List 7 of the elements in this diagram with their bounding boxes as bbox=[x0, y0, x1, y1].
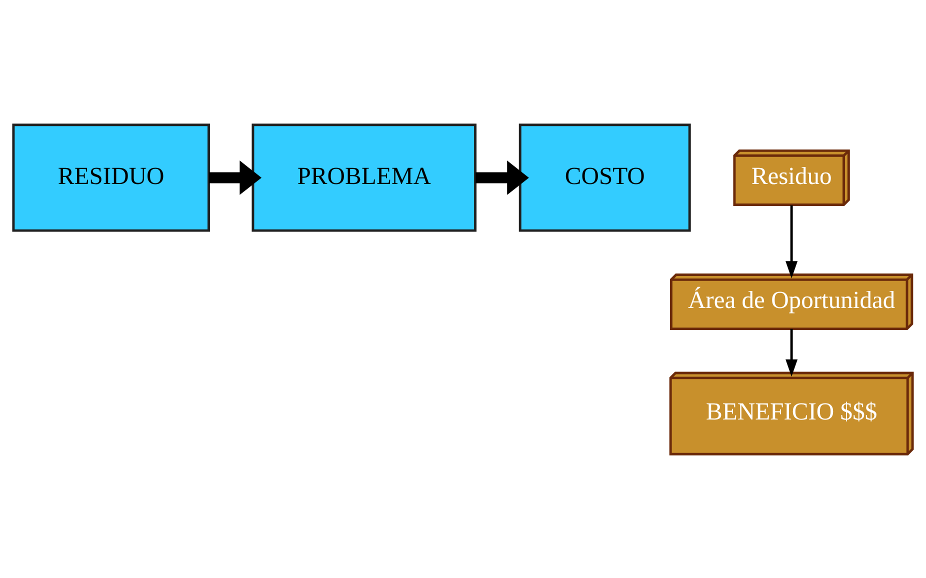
arrow bbox=[786, 328, 798, 376]
node-box: COSTO bbox=[518, 123, 691, 232]
node-box: PROBLEMA bbox=[252, 123, 477, 232]
node-box: RESIDUO bbox=[12, 123, 210, 232]
arrow bbox=[786, 204, 798, 278]
arrow bbox=[476, 160, 529, 194]
arrow bbox=[208, 160, 262, 194]
